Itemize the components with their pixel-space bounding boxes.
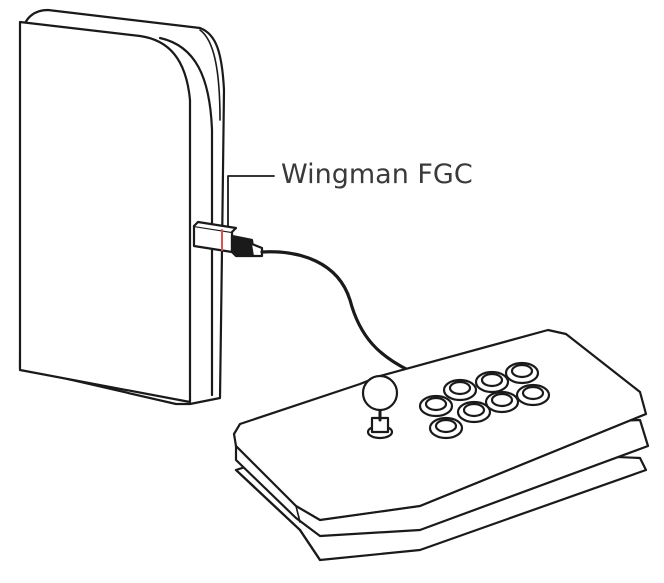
game-console (18, 8, 226, 406)
action-button (484, 390, 520, 414)
console-cover-contour (158, 36, 214, 397)
joystick (361, 374, 399, 440)
action-button (474, 370, 510, 394)
usb-cable (260, 250, 410, 372)
arcade-fight-stick (232, 328, 650, 562)
action-button (456, 400, 492, 424)
callout-leader-line (227, 175, 275, 233)
action-button (442, 378, 478, 402)
action-button (515, 383, 551, 407)
action-button (418, 394, 454, 418)
action-button (504, 361, 540, 385)
wingman-fgc-label: Wingman FGC (281, 159, 473, 190)
joystick-ball-top (361, 374, 399, 412)
action-buttons (418, 361, 551, 440)
wingman-adapter (192, 220, 264, 258)
console-front-cover (18, 20, 192, 404)
cable-plug (230, 234, 256, 258)
action-button (428, 416, 464, 440)
